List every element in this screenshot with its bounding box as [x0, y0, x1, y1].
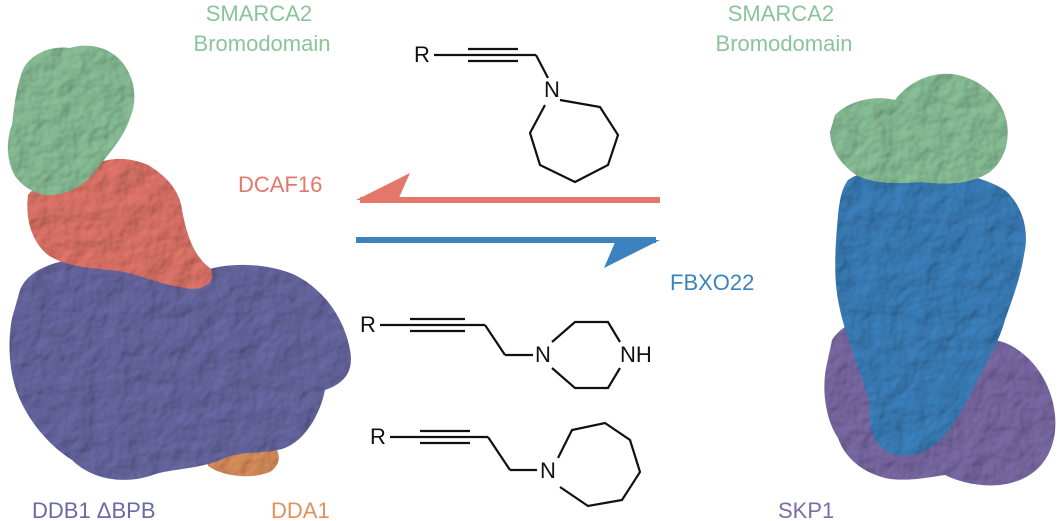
chem3-r-label: R: [370, 424, 386, 449]
equilibrium-arrows: [356, 173, 660, 268]
smarca2-left-line2: Bromodomain: [194, 31, 331, 56]
smarca2-right-surface: [830, 74, 1008, 184]
smarca2-right-line2: Bromodomain: [716, 31, 853, 56]
smarca2-right-line1: SMARCA2: [728, 1, 834, 26]
chem-structure-azepane-propargyl: [434, 49, 618, 182]
smarca2-left-label: SMARCA2 Bromodomain: [194, 1, 331, 56]
skp1-label: SKP1: [778, 498, 834, 521]
dcaf16-label: DCAF16: [238, 172, 322, 197]
chem1-r-label: R: [414, 42, 430, 67]
ddb1-label: DDB1 ΔBPB: [32, 498, 156, 521]
fbxo22-arrow-head: [604, 240, 660, 268]
dcaf16-arrow-head: [356, 173, 410, 200]
chem1-n-label: N: [544, 77, 560, 102]
chem2-n-label: N: [535, 342, 551, 367]
chem-structure-azepane-butynyl: [390, 423, 640, 506]
smarca2-left-line1: SMARCA2: [206, 1, 312, 26]
chem-structure-piperazine: [380, 319, 620, 388]
smarca2-right-label: SMARCA2 Bromodomain: [716, 1, 853, 56]
right-complex: [824, 74, 1055, 486]
left-complex: [8, 46, 351, 480]
chem3-n-label: N: [540, 458, 556, 483]
chem2-r-label: R: [360, 312, 376, 337]
ddb1-surface: [10, 257, 351, 480]
chem2-nh-label: NH: [620, 342, 652, 367]
dda1-label: DDA1: [271, 498, 330, 521]
fbxo22-label: FBXO22: [670, 270, 754, 295]
